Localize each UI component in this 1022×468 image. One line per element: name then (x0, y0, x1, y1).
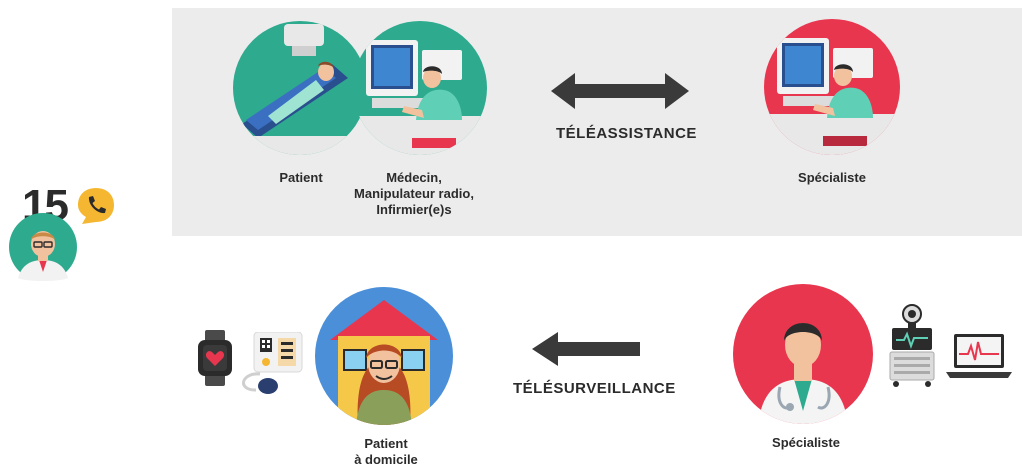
patient-home-line: à domicile (354, 452, 418, 467)
patient-home-label: Patient à domicile (354, 436, 418, 468)
staff-label-line: Manipulateur radio, (354, 186, 474, 201)
radiology-workstation-scene (353, 21, 487, 155)
staff-label: Médecin, Manipulateur radio, Infirmier(e… (354, 170, 474, 218)
telesurveillance-label: TÉLÉSURVEILLANCE (513, 380, 676, 397)
emergency-15-badge: 15 (9, 184, 130, 294)
patient-label: Patient (279, 170, 323, 185)
blood-pressure-monitor-icon (242, 332, 303, 394)
house-patient-icon (315, 287, 453, 425)
specialist-workstation-scene (764, 19, 900, 155)
specialist-label-top: Spécialiste (798, 170, 866, 185)
laptop-ecg-icon (946, 334, 1012, 378)
bidirectional-arrow-icon (551, 73, 689, 109)
left-arrow-icon (532, 332, 640, 366)
specialist-label-bottom: Spécialiste (772, 435, 840, 450)
doctor-specialist-icon (733, 284, 873, 424)
smartwatch-icon (198, 330, 232, 386)
patient-bed-scene (233, 21, 367, 155)
patient-home-line: Patient (364, 436, 408, 451)
teleassistance-label: TÉLÉASSISTANCE (556, 125, 697, 142)
doctor-avatar-icon (9, 213, 77, 281)
staff-label-line: Médecin, (386, 170, 442, 185)
phone-icon (78, 188, 114, 224)
webcam-monitor-icon (889, 304, 935, 387)
staff-label-line: Infirmier(e)s (376, 202, 452, 217)
